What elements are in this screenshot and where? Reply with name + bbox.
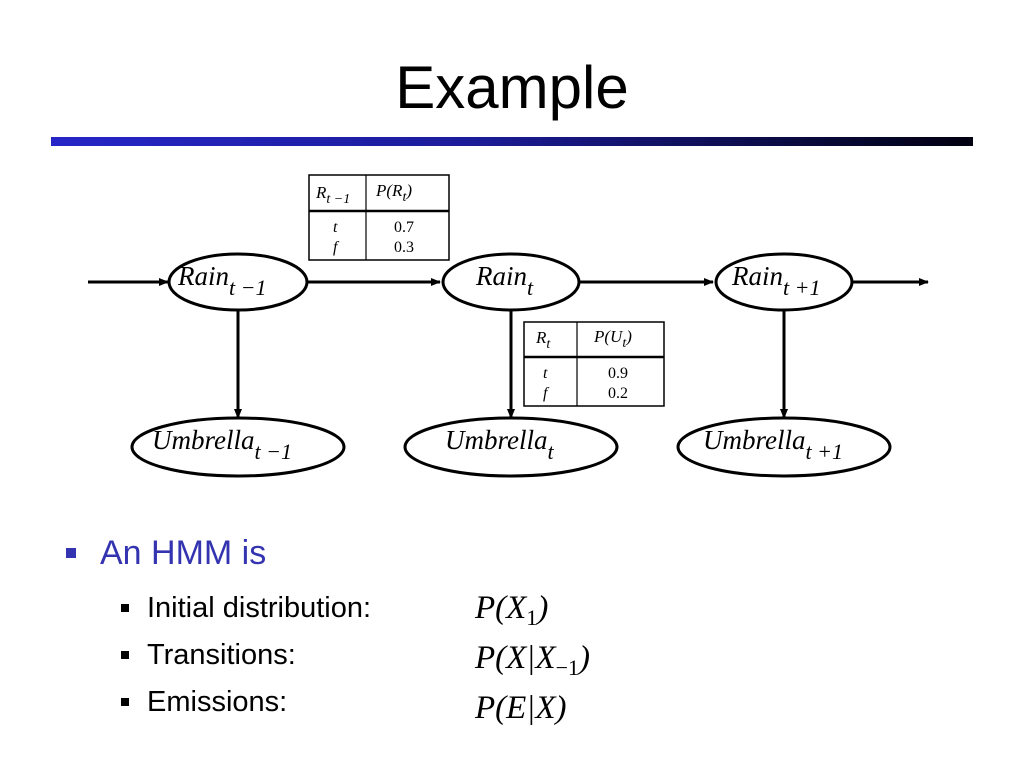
formula-subscript: −1: [555, 655, 579, 680]
node-rain-prev: Raint −1: [167, 252, 309, 312]
table-header: P(R: [375, 181, 403, 200]
node-label: Rain: [177, 261, 229, 291]
bullet-main: An HMM is: [100, 534, 267, 572]
svg-text:Umbrellat: Umbrellat: [445, 425, 555, 464]
node-rain-t: Raint: [441, 252, 581, 312]
table-header-close: ): [625, 327, 632, 346]
formula-part: P(: [475, 590, 507, 626]
node-umbrella-next: Umbrellat +1: [676, 416, 892, 478]
formula-transitions: P(X|X−1): [475, 640, 590, 679]
node-subscript: t −1: [229, 275, 266, 300]
node-label: Rain: [475, 261, 527, 291]
transition-table: Rt −1 P(Rt) t 0.7 f 0.3: [308, 174, 450, 261]
bullet-initial-label: Initial distribution:: [147, 592, 372, 624]
formula-var: X: [506, 590, 527, 626]
slide-title: Example: [395, 54, 629, 121]
svg-text:Umbrellat +1: Umbrellat +1: [703, 425, 843, 464]
table-header: R: [535, 328, 547, 347]
table-header: P(U: [593, 327, 624, 346]
table-cell: 0.2: [608, 385, 628, 402]
node-umbrella-prev: Umbrellat −1: [130, 416, 346, 478]
formula-emissions: P(E|X): [475, 692, 567, 725]
table-header-subscript: t: [546, 337, 551, 352]
table-header: R: [315, 183, 327, 202]
table-cell: t: [543, 365, 548, 382]
node-subscript: t: [548, 439, 555, 464]
node-label: Umbrella: [152, 425, 255, 455]
bullet-square-icon: [121, 651, 129, 659]
formula-initial: P(X1): [475, 590, 549, 629]
svg-text:Raint −1: Raint −1: [177, 261, 266, 300]
formula-part: ): [578, 640, 590, 676]
table-header-close: ): [405, 181, 412, 200]
table-cell: 0.3: [394, 239, 414, 256]
bullet-square-icon: [66, 548, 76, 558]
node-rain-next: Raint +1: [714, 252, 854, 312]
formula-part: P(X|: [475, 640, 536, 676]
title-underline: [51, 137, 973, 146]
svg-text:Umbrellat −1: Umbrellat −1: [152, 425, 292, 464]
node-subscript: t: [527, 275, 534, 300]
table-header-subscript: t: [402, 190, 407, 205]
formula-subscript: 1: [526, 605, 538, 630]
svg-text:Rt: Rt: [535, 328, 551, 352]
node-label: Umbrella: [703, 425, 806, 455]
formula-part: ): [537, 590, 549, 626]
bullet-emissions-label: Emissions:: [147, 686, 288, 718]
bullet-square-icon: [121, 604, 129, 612]
table-header-subscript: t −1: [326, 192, 350, 207]
node-subscript: t −1: [255, 439, 292, 464]
svg-text:P(Rt): P(Rt): [375, 181, 412, 205]
table-cell: t: [333, 219, 338, 236]
table-cell: f: [543, 385, 550, 402]
svg-text:Rt −1: Rt −1: [315, 183, 350, 207]
emission-table: Rt P(Ut) t 0.9 f 0.2: [523, 321, 665, 407]
table-header-subscript: t: [622, 336, 627, 351]
table-cell: 0.9: [608, 365, 628, 382]
svg-text:P(Ut): P(Ut): [593, 327, 632, 351]
node-label: Umbrella: [445, 425, 548, 455]
table-cell: 0.7: [394, 219, 414, 236]
node-subscript: t +1: [783, 275, 820, 300]
svg-text:Raint: Raint: [475, 261, 534, 300]
table-cell: f: [333, 239, 340, 256]
node-subscript: t +1: [806, 439, 843, 464]
formula-part: P(E|X): [475, 690, 567, 726]
node-umbrella-t: Umbrellat: [403, 416, 619, 478]
formula-var: X: [535, 640, 556, 676]
node-label: Rain: [731, 261, 783, 291]
bullet-square-icon: [121, 698, 129, 706]
svg-text:Raint +1: Raint +1: [731, 261, 820, 300]
bullet-transitions-label: Transitions:: [147, 639, 296, 671]
